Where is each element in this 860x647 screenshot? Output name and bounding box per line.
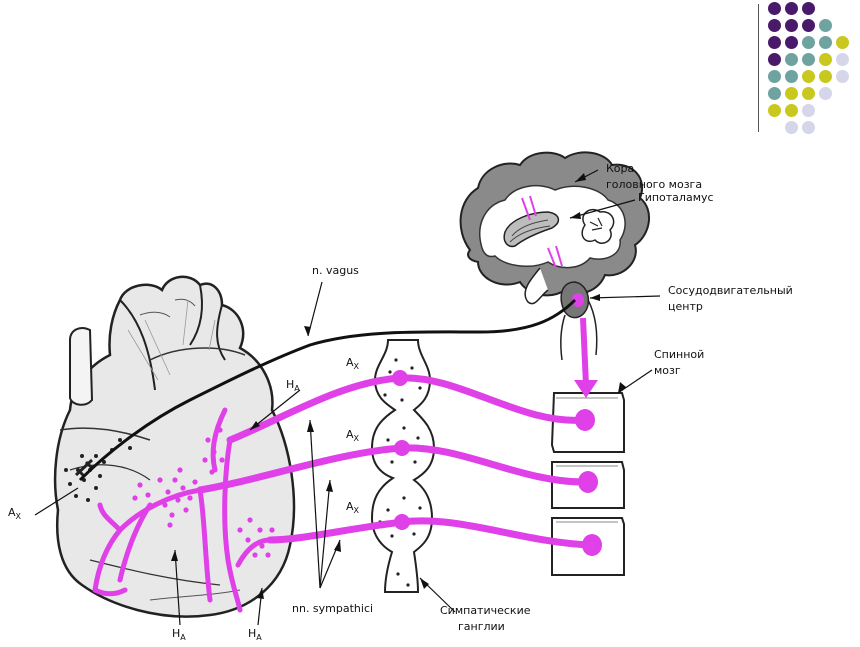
decor-dot [785, 87, 798, 100]
decor-dot [768, 104, 781, 117]
decor-dot [768, 19, 781, 32]
decor-dot [802, 53, 815, 66]
leader-arrowheads [171, 173, 626, 599]
label-ganglia-line2: ганглии [458, 620, 505, 633]
label-ax-heart: AX [8, 506, 22, 521]
decor-dot [785, 70, 798, 83]
label-ha-lower-right: HA [248, 627, 262, 642]
decor-dot [785, 19, 798, 32]
label-vagus: n. vagus [312, 264, 359, 277]
decor-dot [819, 19, 832, 32]
decor-dot [802, 104, 815, 117]
label-spinal-line2: мозг [654, 364, 681, 377]
vena-cava [69, 327, 94, 406]
cerebellum-shape [581, 208, 615, 244]
decor-dot [836, 70, 849, 83]
label-cortex-line1: Кора [606, 162, 634, 175]
vasomotor-center-dot [572, 293, 584, 307]
decor-dot [785, 53, 798, 66]
descending-arrow [580, 317, 589, 386]
decor-dot [768, 36, 781, 49]
decor-dot [802, 121, 815, 134]
heart-illustration [53, 275, 296, 618]
decorative-dot-grid [766, 0, 860, 140]
descending-arrow-head [574, 380, 598, 398]
label-ha-lower-left: HA [172, 627, 186, 642]
decor-dot [836, 53, 849, 66]
decor-dot [785, 36, 798, 49]
label-hypothalamus: Гипоталамус [638, 191, 714, 204]
heart-body [53, 275, 296, 618]
label-cortex-line2: головного мозга [606, 178, 702, 191]
decor-dot [802, 36, 815, 49]
heart-sympathetic-branches [92, 407, 273, 613]
decor-dot [768, 70, 781, 83]
label-spinal-line1: Спинной [654, 348, 704, 361]
decor-dot [785, 104, 798, 117]
decor-dot [819, 36, 832, 49]
heart-dot-clusters [132, 427, 275, 558]
decor-dot [836, 36, 849, 49]
nerve-endpoints [392, 370, 602, 556]
decor-dot [819, 53, 832, 66]
decor-dot [768, 53, 781, 66]
decor-dot [802, 19, 815, 32]
label-ax-ganglion-3: AX [346, 500, 360, 515]
label-ax-ganglion-1: AX [346, 356, 360, 371]
brain-illustration [459, 151, 650, 361]
label-ganglia-line1: Симпатические [440, 604, 531, 617]
decor-dot [785, 2, 798, 15]
decor-dot [819, 70, 832, 83]
decor-dot [802, 70, 815, 83]
label-vasomotor-line2: центр [668, 300, 703, 313]
vagus-nerve-path [78, 298, 577, 482]
label-ha-upper: HA [286, 378, 300, 393]
decor-dot [802, 87, 815, 100]
decor-dot [802, 2, 815, 15]
label-vasomotor-line1: Сосудодвигательный [668, 284, 793, 297]
divider-line [758, 4, 759, 132]
label-sympathetic-nerves: nn. sympathici [292, 602, 373, 615]
decor-dot [768, 87, 781, 100]
decor-dot [785, 121, 798, 134]
decor-dot [819, 87, 832, 100]
decor-dot [768, 2, 781, 15]
label-ax-ganglion-2: AX [346, 428, 360, 443]
